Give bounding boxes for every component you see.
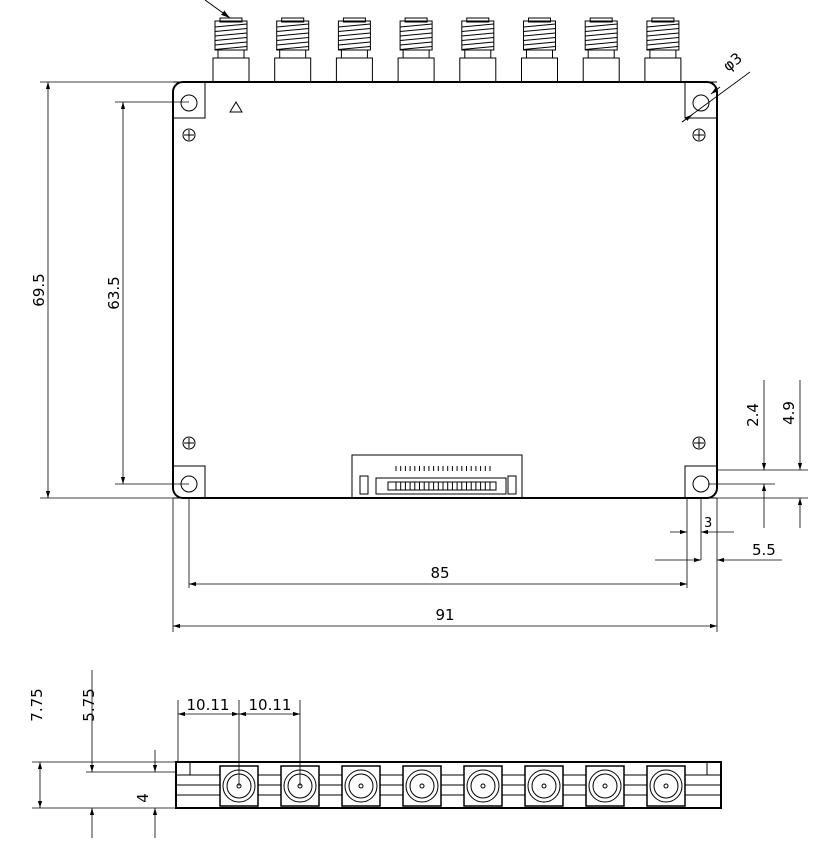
- screw-icon: [182, 436, 196, 450]
- dim-hole-offset-y-large: 4.9: [780, 401, 798, 425]
- top-view: 69.5 63.5 φ3 2.4 4.9 3 5.5: [30, 0, 808, 632]
- dim-height-overall: 69.5: [30, 273, 48, 306]
- sma-connector: [582, 17, 620, 83]
- mounting-hole-top-right: [684, 81, 717, 119]
- sma-connector: [644, 17, 682, 83]
- dim-side-height-overall: 7.75: [28, 688, 46, 721]
- dim-leader: [681, 71, 751, 123]
- callout-arrow: [204, 0, 231, 19]
- dim-connector-center-height: 5.75: [80, 688, 98, 721]
- dim-pitch-second: 10.11: [249, 696, 292, 714]
- screw-icon: [692, 436, 706, 450]
- sma-connector: [459, 17, 497, 83]
- sma-connector-face: [646, 765, 686, 807]
- board-outline: [172, 81, 718, 499]
- sma-connector: [274, 17, 312, 83]
- dim-hole-spacing-horizontal: 85: [430, 564, 449, 582]
- dim-hole-offset-x-large: 5.5: [752, 541, 776, 559]
- mounting-hole-bottom-left: [173, 465, 206, 499]
- sma-connector-face: [463, 765, 503, 807]
- pin1-triangle-icon: [229, 101, 243, 113]
- sma-connector-row: [212, 17, 682, 83]
- dim-hole-diameter: φ3: [719, 49, 745, 75]
- sma-connector: [397, 17, 435, 83]
- side-view: 7.75 5.75 4 10.11 10.11: [28, 670, 722, 838]
- dim-hole-spacing-vertical: 63.5: [105, 276, 123, 309]
- screw-icon: [182, 128, 196, 142]
- sma-connector: [212, 17, 250, 83]
- sma-connector-face: [524, 765, 564, 807]
- dim-base-thickness: 4: [134, 793, 152, 803]
- board-connector: [351, 454, 523, 499]
- sma-connector-face: [341, 765, 381, 807]
- sma-connector-face: [585, 765, 625, 807]
- screw-icon: [692, 128, 706, 142]
- sma-connector-face: [402, 765, 442, 807]
- dim-width-overall: 91: [435, 606, 454, 624]
- sma-connector: [335, 17, 373, 83]
- mounting-hole-top-left: [173, 81, 206, 119]
- dim-hole-offset-y-small: 2.4: [744, 403, 762, 427]
- mounting-hole-bottom-right: [684, 465, 717, 499]
- sma-connector: [521, 17, 558, 83]
- dim-pitch-first: 10.11: [187, 696, 230, 714]
- dim-hole-offset-x-small: 3: [704, 516, 712, 531]
- side-connector-row: [219, 765, 686, 807]
